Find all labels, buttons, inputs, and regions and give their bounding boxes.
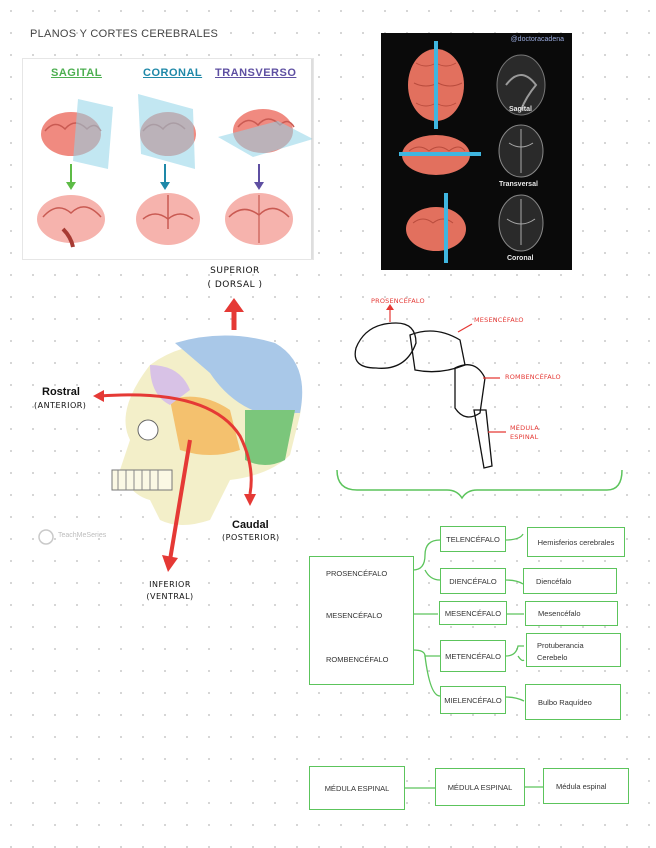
tree-telencefalo: TELENCÉFALO <box>440 526 506 552</box>
label-superior: SUPERIOR <box>210 266 260 276</box>
label-caudal: Caudal <box>232 519 269 531</box>
label-inferior: INFERIOR <box>149 580 191 589</box>
mri-label-sagital: Sagital <box>509 106 532 113</box>
brain-planes-figure: SAGITAL CORONAL TRANSVERSO <box>22 58 314 260</box>
spinal-box-1: MÉDULA ESPINAL <box>309 766 405 810</box>
brain-planes-drawing <box>37 59 313 259</box>
tree-diencefalo-leaf: Diencéfalo <box>523 568 617 594</box>
tree-cerebelo: Cerebelo <box>537 653 568 662</box>
mri-brand: @doctoracadena <box>510 36 564 43</box>
sagital-brain-icon <box>37 99 113 248</box>
label-dorsal: ( DORSAL ) <box>207 280 263 290</box>
tree-mesencefalo-leaf: Mesencéfalo <box>525 601 618 626</box>
label-posterior: (POSTERIOR) <box>222 533 280 542</box>
page-title: PLANOS Y CORTES CEREBRALES <box>30 28 219 40</box>
tree-protuberancia: Protuberancia <box>537 641 584 650</box>
mri-label-transversal: Transversal <box>499 181 538 188</box>
plane-label-coronal: CORONAL <box>143 67 203 79</box>
tree-root-box: PROSENCÉFALO MESENCÉFALO ROMBENCÉFALO <box>309 556 414 685</box>
sketch-medula-2: ESPINAL <box>510 433 539 441</box>
tree-mesencefalo: MESENCÉFALO <box>326 611 383 620</box>
plane-label-sagital: SAGITAL <box>51 67 102 79</box>
mri-drawing <box>399 41 546 263</box>
tree-prosencefalo: PROSENCÉFALO <box>326 569 388 578</box>
label-ventral: (VENTRAL) <box>146 592 194 601</box>
tree-bulbo: Bulbo Raquídeo <box>525 684 621 720</box>
mri-panel: @doctoracadena Sagital Transversal Coron… <box>381 33 572 270</box>
tree-rombencefalo: ROMBENCÉFALO <box>326 655 389 664</box>
sketch-rombencefalo: ROMBENCÉFALO <box>505 373 561 381</box>
tree-hemisferios: Hemisferios cerebrales <box>527 527 625 557</box>
transverse-brain-icon <box>218 109 313 245</box>
tree-protuberancia-box: Protuberancia Cerebelo <box>526 633 621 667</box>
sketch-mesencefalo: MESENCÉFALO <box>474 316 524 324</box>
watermark: TeachMeSeries <box>58 532 107 539</box>
skull-icon <box>111 335 303 525</box>
coronal-brain-icon <box>136 94 200 245</box>
tree-diencefalo: DIENCÉFALO <box>440 568 506 594</box>
label-anterior: (ANTERIOR) <box>34 401 87 410</box>
tree-mesencefalo-mid: MESENCÉFALO <box>439 601 507 625</box>
mri-label-coronal: Coronal <box>507 255 534 262</box>
sketch-prosencefalo: PROSENCÉFALO <box>371 297 425 305</box>
tree-mielencefalo: MIELENCÉFALO <box>440 686 506 714</box>
spinal-box-2: MÉDULA ESPINAL <box>435 768 525 806</box>
plane-label-transverso: TRANSVERSO <box>215 67 297 79</box>
spinal-box-3: Médula espinal <box>543 768 629 804</box>
sketch-medula-1: MÉDULA <box>510 424 539 432</box>
label-rostral: Rostral <box>42 386 80 398</box>
tree-metencefalo: METENCÉFALO <box>440 640 506 672</box>
